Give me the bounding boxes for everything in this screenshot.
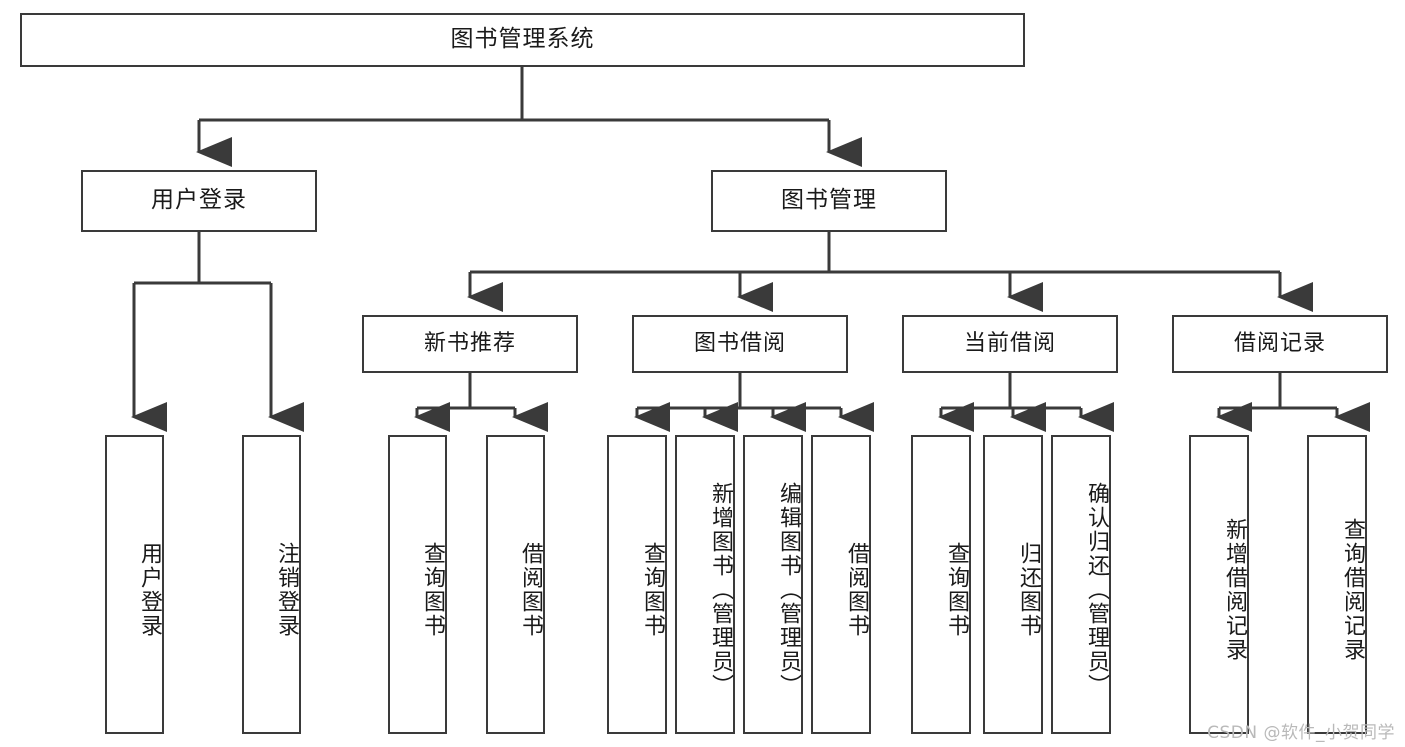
leaf-add-borrow-record[interactable]: 新增借阅记录: [1189, 435, 1249, 734]
leaf-query-books-borrowing[interactable]: 查询图书: [607, 435, 667, 734]
leaf-query-books-current[interactable]: 查询图书: [911, 435, 971, 734]
leaf-label: 查询图书: [944, 541, 969, 638]
leaf-label: 编辑图书（管理员）: [776, 481, 801, 698]
node-new-book-recommendation[interactable]: 新书推荐: [362, 315, 578, 373]
leaf-label: 查询图书: [640, 541, 665, 638]
leaf-label: 新增借阅记录: [1222, 517, 1247, 662]
leaf-borrow-books-recommend[interactable]: 借阅图书: [486, 435, 545, 734]
leaf-label: 查询图书: [420, 541, 445, 638]
leaf-label: 归还图书: [1016, 541, 1041, 638]
leaf-label: 用户登录: [137, 541, 162, 638]
leaf-user-login[interactable]: 用户登录: [105, 435, 164, 734]
leaf-return-books[interactable]: 归还图书: [983, 435, 1043, 734]
leaf-label: 确认归还（管理员）: [1084, 481, 1109, 698]
csdn-watermark: CSDN @软件_小贺同学: [1207, 723, 1395, 743]
node-current-borrowing[interactable]: 当前借阅: [902, 315, 1118, 373]
node-root-system[interactable]: 图书管理系统: [20, 13, 1025, 67]
leaf-label: 查询借阅记录: [1340, 517, 1365, 662]
node-borrowing-records[interactable]: 借阅记录: [1172, 315, 1388, 373]
node-book-management[interactable]: 图书管理: [711, 170, 947, 232]
leaf-label: 借阅图书: [844, 541, 869, 638]
leaf-label: 注销登录: [274, 541, 299, 638]
leaf-add-book-admin[interactable]: 新增图书（管理员）: [675, 435, 735, 734]
leaf-label: 新增图书（管理员）: [708, 481, 733, 698]
leaf-edit-book-admin[interactable]: 编辑图书（管理员）: [743, 435, 803, 734]
leaf-confirm-return-admin[interactable]: 确认归还（管理员）: [1051, 435, 1111, 734]
leaf-logout[interactable]: 注销登录: [242, 435, 301, 734]
leaf-label: 借阅图书: [518, 541, 543, 638]
leaf-borrow-books[interactable]: 借阅图书: [811, 435, 871, 734]
node-book-borrowing[interactable]: 图书借阅: [632, 315, 848, 373]
node-user-login[interactable]: 用户登录: [81, 170, 317, 232]
leaf-query-books-recommend[interactable]: 查询图书: [388, 435, 447, 734]
leaf-query-borrow-record[interactable]: 查询借阅记录: [1307, 435, 1367, 734]
